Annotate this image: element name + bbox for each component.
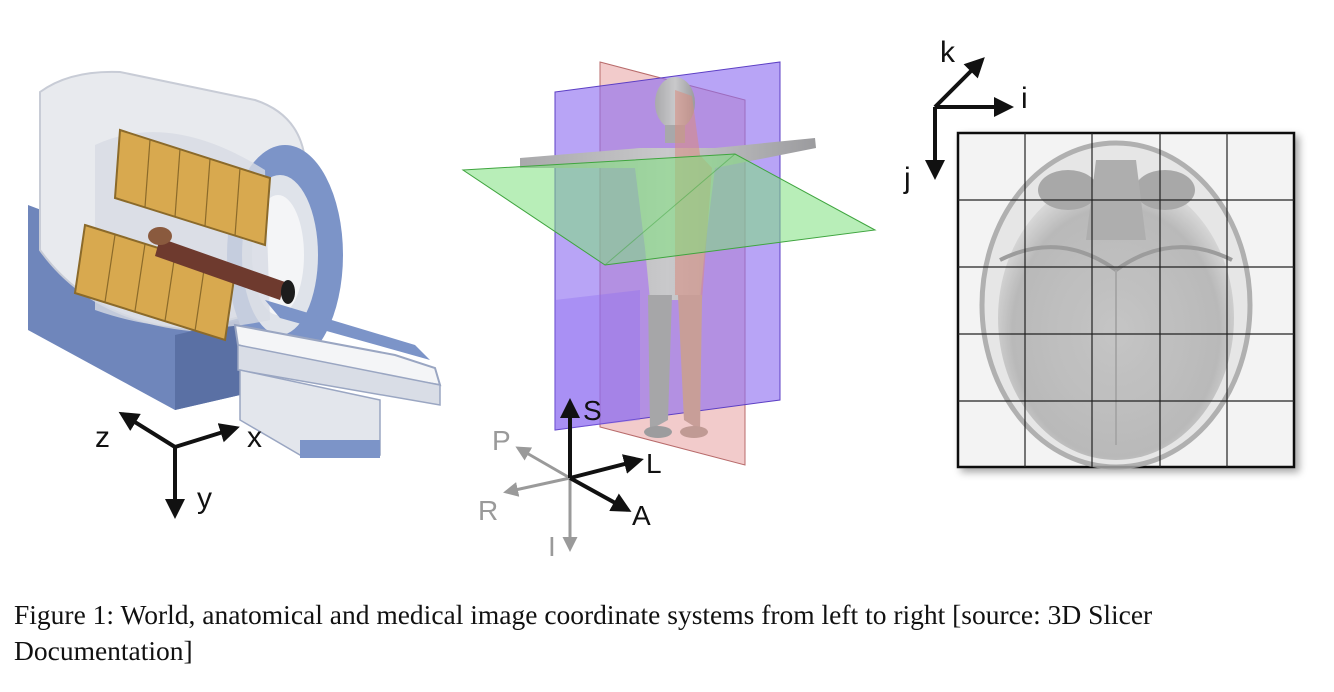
axis-label-i: I: [548, 531, 556, 562]
anatomical-planes-illustration: [461, 61, 877, 466]
axis-label-x: x: [247, 421, 262, 454]
axis-label-y: y: [197, 482, 212, 515]
axis-r-arrow: [503, 476, 571, 497]
axis-l-arrow: [569, 454, 644, 480]
axis-label-z: z: [95, 421, 110, 454]
axis-label-a: A: [632, 500, 651, 531]
image-coordinate-panel: [956, 131, 1296, 470]
axis-k-arrow: [933, 57, 985, 109]
axis-label-i-image: i: [1021, 82, 1028, 115]
image-axes: k i j: [903, 36, 1028, 195]
axis-label-r: R: [478, 495, 498, 526]
axis-x-arrow: [174, 423, 240, 449]
figure-caption: Figure 1: World, anatomical and medical …: [14, 599, 1153, 666]
figure-illustration: z x y S L A: [28, 36, 1296, 562]
brain-slice-image: [979, 140, 1253, 470]
axis-label-s: S: [583, 395, 602, 426]
axis-label-p: P: [492, 425, 511, 456]
world-axes: z x y: [95, 411, 262, 519]
mri-scanner-illustration: [28, 70, 442, 458]
axis-z-arrow: [118, 411, 177, 449]
axis-label-k: k: [940, 36, 956, 69]
axis-label-j: j: [903, 162, 911, 195]
axis-p-arrow: [515, 446, 571, 480]
axis-label-l: L: [646, 448, 662, 479]
axis-a-arrow: [569, 476, 632, 512]
anatomical-axes: S L A P R I: [478, 395, 662, 562]
axial-plane: [461, 153, 877, 266]
voxel-grid: [958, 133, 1294, 467]
